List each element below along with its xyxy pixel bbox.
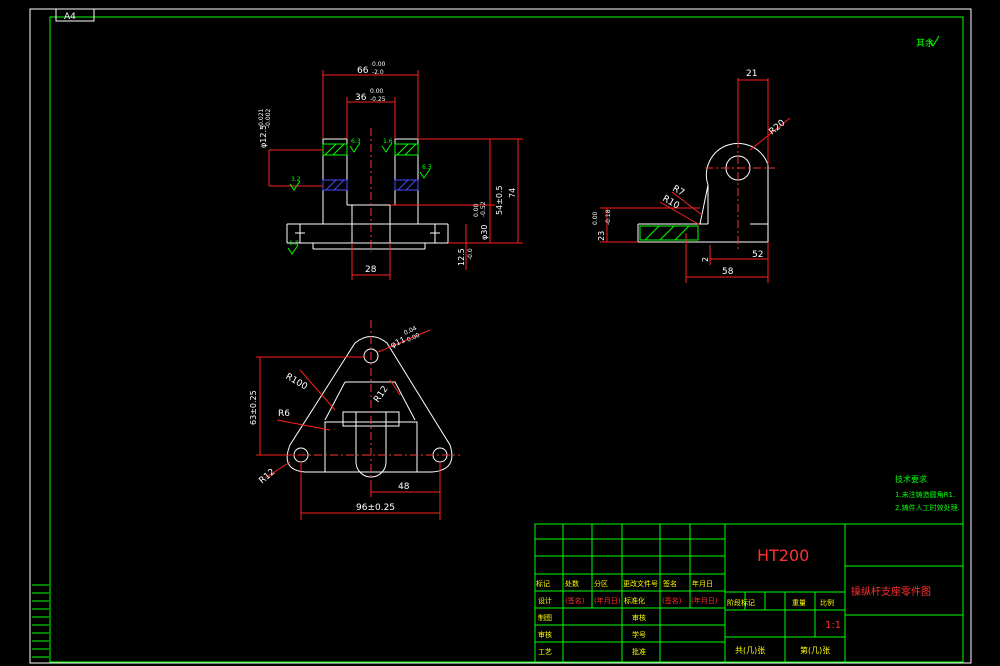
roughness-symbol-other: 其余: [916, 35, 940, 49]
dim-63: 63±0.25: [249, 390, 258, 425]
roughness-marks-front: [287, 142, 431, 255]
dim-width-inner-tol-lower: -0.25: [370, 96, 386, 103]
dim-base-thickness: 12.5: [457, 248, 466, 266]
roughness-value-5: 6.3: [289, 240, 299, 247]
stage-header-scale: 比例: [820, 598, 834, 607]
roughness-value-1: 6.3: [351, 138, 361, 145]
dim-width-outer-tol-upper: 0.00: [372, 61, 386, 68]
title-block: [534, 523, 964, 663]
side-view: 21 R20 R7 R10 23 0.00 -0.18 2 52 58: [592, 69, 791, 283]
roughness-value-2: 1.6: [383, 138, 393, 145]
roughness-value-3: 6.3: [422, 164, 432, 171]
dim-bore-tol-upper: 0.00: [473, 203, 480, 217]
stage-headers: 阶段标记 重量 比例: [727, 598, 834, 607]
dim-base-28: 28: [365, 265, 377, 275]
dim-r7: R7: [671, 184, 686, 199]
dim-58: 58: [722, 267, 734, 277]
dim-23-tol-lower: -0.18: [605, 209, 612, 225]
label-approve: 批准: [632, 647, 646, 656]
dim-52: 52: [752, 250, 763, 260]
top-view: φ11 0.04 0.00 R100 R12 R6 R12 63±0.25 48…: [249, 320, 460, 520]
design-row: 设计 (签名) (年月日) 标准化 (签名) (年月日): [538, 596, 718, 605]
tech-notes-line-2: 2.铸件人工时效处理.: [895, 503, 960, 512]
roughness-value-4: 3.2: [291, 176, 301, 183]
signature-labels: 制图 审核 工艺 审核 学号 批准: [538, 613, 646, 656]
label-audit: 审核: [632, 613, 646, 622]
dim-top-hole: φ11: [389, 335, 407, 350]
tech-notes-title: 技术要求: [895, 474, 927, 484]
front-view: 66 0.00 -2.0 36 0.00 -0.25 φ12.5 -0.021 …: [258, 61, 523, 280]
design-col-5: (签名): [662, 596, 682, 605]
dim-bore-tol-lower: -0.52: [480, 201, 487, 217]
dim-width-outer: 66: [357, 66, 369, 76]
sheet-size-label: A4: [64, 12, 76, 22]
outer-border: [29, 8, 972, 664]
dim-2: 2: [701, 257, 710, 262]
tech-notes: 技术要求 1.未注铸造圆角R1. 2.铸件人工时效处理.: [895, 474, 960, 512]
dim-r12-left: R12: [258, 467, 278, 486]
design-col-6: (年月日): [691, 596, 718, 605]
design-col-4: 标准化: [624, 596, 645, 605]
dim-r20: R20: [768, 118, 788, 137]
dim-hole-tol-upper: -0.021: [258, 108, 265, 128]
dim-21: 21: [746, 69, 757, 79]
rev-col-2: 处数: [565, 579, 579, 588]
material-label: HT200: [757, 546, 809, 565]
dim-96: 96±0.25: [356, 503, 395, 513]
left-margin-strip: [32, 584, 49, 658]
dim-width-inner: 36: [355, 93, 367, 103]
scale-value: 1:1: [825, 620, 841, 631]
dim-height-54: 54±0.5: [495, 185, 504, 215]
dim-23-tol-upper: 0.00: [592, 211, 599, 225]
design-col-3: (年月日): [594, 596, 621, 605]
dim-r6: R6: [278, 409, 290, 419]
sheet-size-box: [55, 8, 95, 22]
design-col-2: (签名): [565, 596, 585, 605]
dim-r100: R100: [284, 372, 310, 393]
stage-header-mark: 阶段标记: [727, 598, 755, 607]
rev-col-6: 年月日: [692, 579, 713, 588]
dim-hole-diameter: φ12.5: [259, 125, 268, 148]
dim-r12-top: R12: [372, 384, 390, 404]
stage-header-weight: 重量: [792, 599, 806, 607]
dim-bore: φ30: [480, 225, 489, 240]
sheets-total: 共(几)张: [735, 646, 765, 655]
inner-frame: [49, 16, 964, 663]
rev-col-4: 更改文件号: [623, 579, 658, 588]
dim-base-thickness-tol: -0.0: [467, 248, 474, 260]
label-draw: 制图: [538, 613, 552, 622]
tech-notes-line-1: 1.未注铸造圆角R1.: [895, 490, 955, 499]
rev-col-3: 分区: [594, 579, 608, 588]
dim-hole-tol-lower: -0.002: [265, 108, 272, 128]
label-review: 审核: [538, 630, 552, 639]
dim-width-inner-tol-upper: 0.00: [370, 88, 384, 95]
dim-23: 23: [597, 231, 606, 241]
rev-col-1: 标记: [536, 579, 550, 588]
design-col-1: 设计: [538, 596, 552, 605]
dim-width-outer-tol-lower: -2.0: [372, 69, 384, 76]
label-process: 工艺: [538, 648, 552, 656]
sheet-current: 第(几)张: [800, 645, 830, 655]
revision-row: 标记 处数 分区 更改文件号 签名 年月日: [536, 579, 713, 588]
label-check: 学号: [632, 630, 646, 639]
rev-col-5: 签名: [663, 579, 677, 588]
dim-48: 48: [398, 482, 410, 492]
drawing-title: 操纵杆支座零件图: [851, 585, 931, 598]
dim-height-74: 74: [508, 188, 517, 198]
